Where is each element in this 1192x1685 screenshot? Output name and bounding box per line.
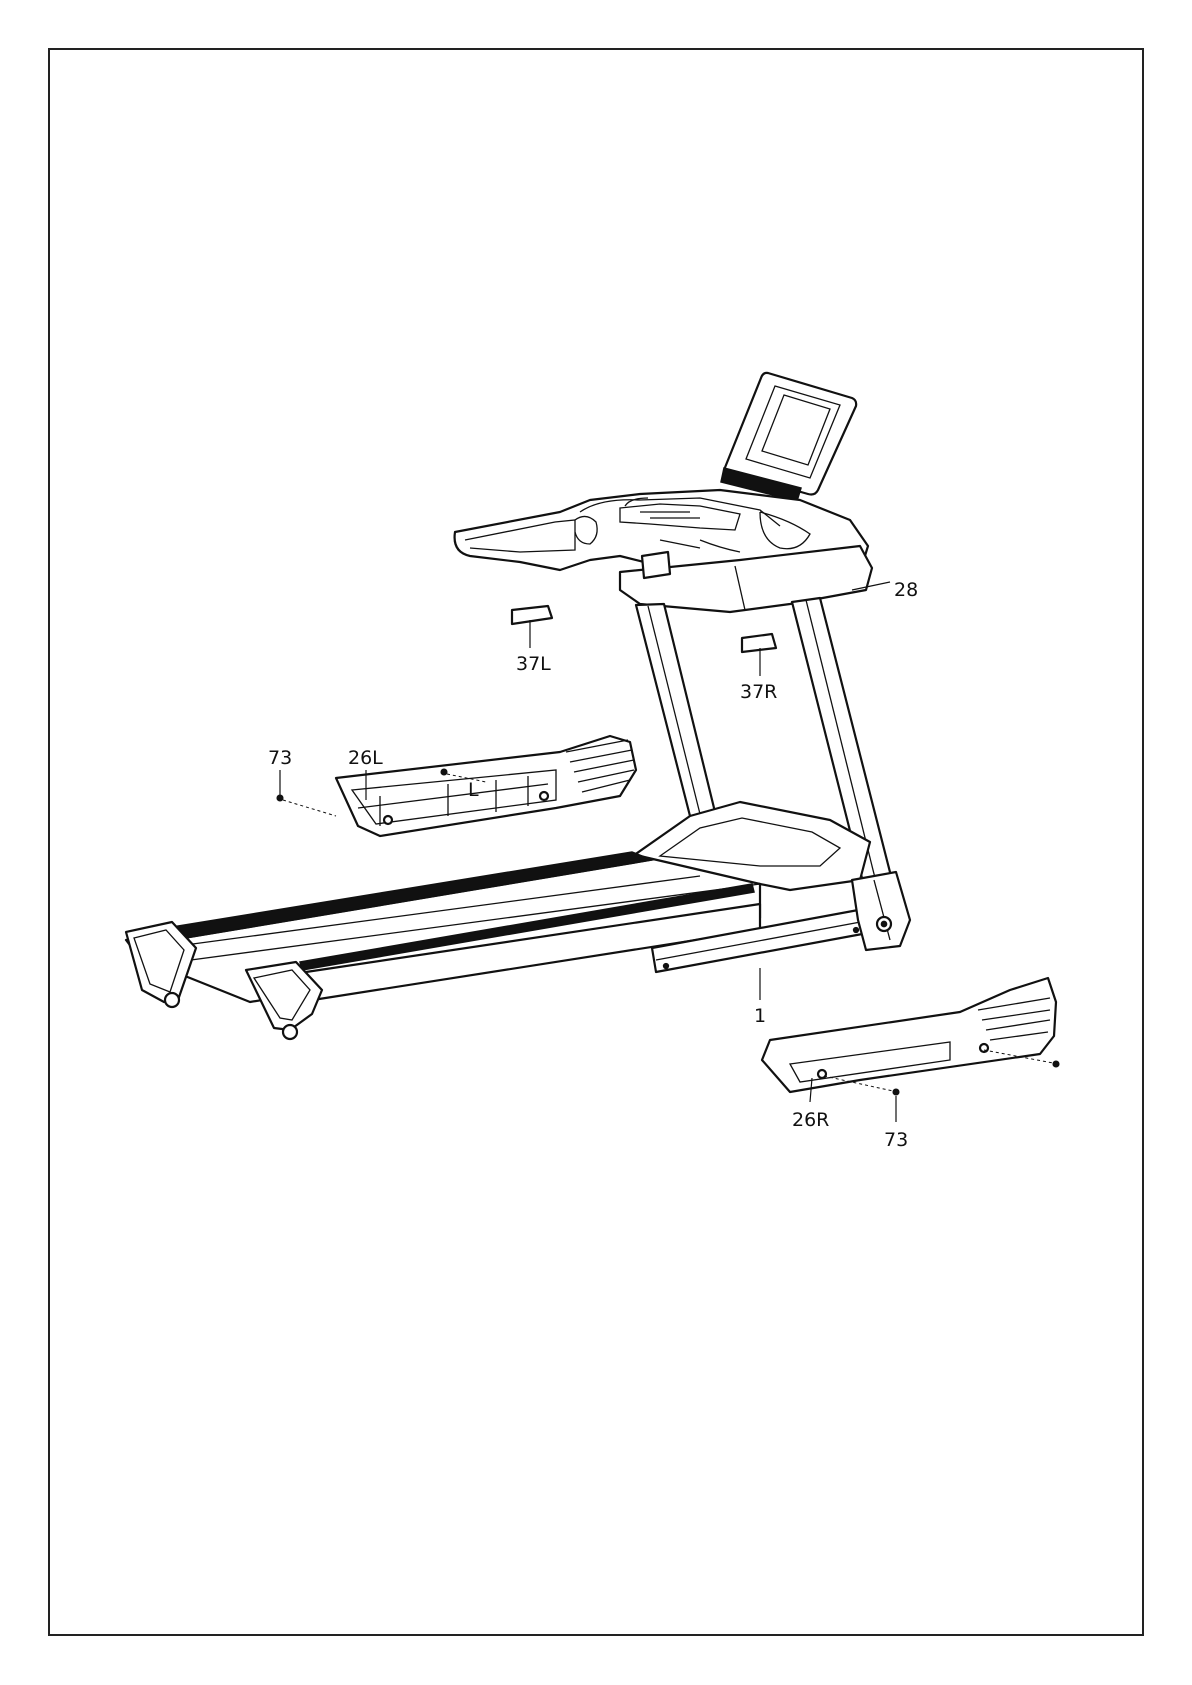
callout-1: 1	[754, 1005, 766, 1027]
callout-37l: 37L	[516, 653, 551, 675]
console-screen	[721, 373, 856, 501]
callout-26r: 26R	[792, 1109, 829, 1131]
callout-73-left: 73	[268, 747, 292, 769]
part-37r	[742, 634, 776, 652]
part-26r-side-cover	[762, 978, 1056, 1092]
running-deck	[126, 852, 760, 1002]
callout-28: 28	[894, 579, 918, 601]
callout-37r: 37R	[740, 681, 777, 703]
left-cover-mark: L	[468, 779, 479, 801]
callout-26l: 26L	[348, 747, 383, 769]
part-37l	[512, 606, 552, 624]
callout-73-right: 73	[884, 1129, 908, 1151]
